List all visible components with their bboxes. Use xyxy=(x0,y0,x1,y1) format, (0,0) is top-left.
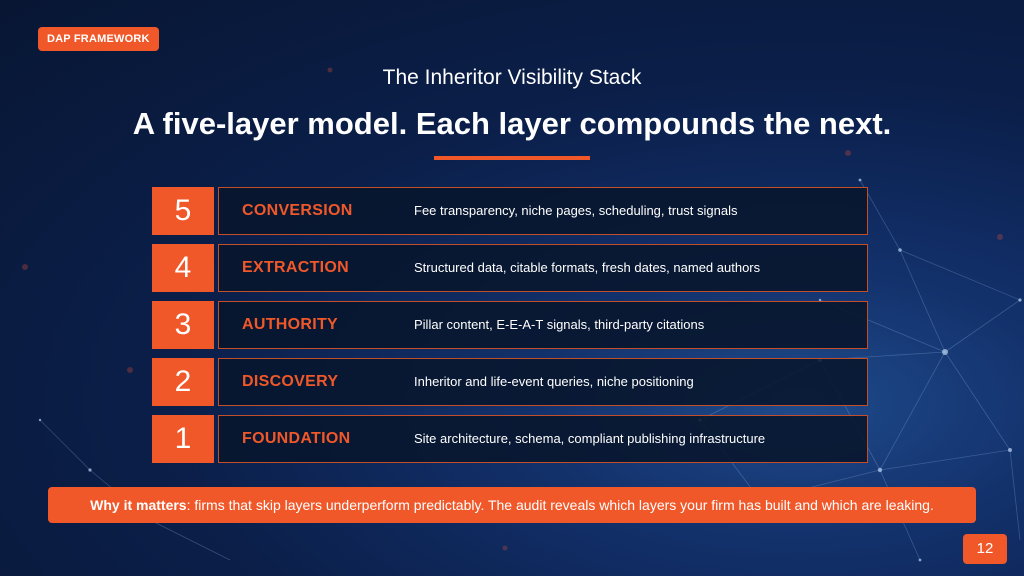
layer-name: DISCOVERY xyxy=(242,373,339,390)
layer-description: Site architecture, schema, compliant pub… xyxy=(414,431,766,446)
callout-text: : firms that skip layers underperform pr… xyxy=(186,497,934,513)
layer-panel: FOUNDATION Site architecture, schema, co… xyxy=(218,415,868,463)
layer-row-2: 2 DISCOVERY Inheritor and life-event que… xyxy=(152,358,868,406)
layer-number-badge: 2 xyxy=(152,358,214,406)
layer-row-5: 5 CONVERSION Fee transparency, niche pag… xyxy=(152,187,868,235)
layer-description: Inheritor and life-event queries, niche … xyxy=(414,374,694,389)
layer-number-badge: 1 xyxy=(152,415,214,463)
layer-number-badge: 3 xyxy=(152,301,214,349)
layer-panel: CONVERSION Fee transparency, niche pages… xyxy=(218,187,868,235)
layer-description: Pillar content, E-E-A-T signals, third-p… xyxy=(414,317,705,332)
layer-row-3: 3 AUTHORITY Pillar content, E-E-A-T sign… xyxy=(152,301,868,349)
layer-row-4: 4 EXTRACTION Structured data, citable fo… xyxy=(152,244,868,292)
layer-description: Structured data, citable formats, fresh … xyxy=(414,260,761,275)
slide-subtitle: The Inheritor Visibility Stack xyxy=(382,66,642,89)
page-number: 12 xyxy=(963,534,1007,564)
layer-name: CONVERSION xyxy=(242,202,353,219)
slide-title: A five-layer model. Each layer compounds… xyxy=(132,106,892,141)
layer-name: FOUNDATION xyxy=(242,430,351,447)
layer-panel: EXTRACTION Structured data, citable form… xyxy=(218,244,868,292)
title-underline xyxy=(434,156,590,160)
layer-name: AUTHORITY xyxy=(242,316,339,333)
why-it-matters-callout: Why it matters: firms that skip layers u… xyxy=(48,487,976,523)
layer-name: EXTRACTION xyxy=(242,259,349,276)
layer-row-1: 1 FOUNDATION Site architecture, schema, … xyxy=(152,415,868,463)
layer-description: Fee transparency, niche pages, schedulin… xyxy=(414,203,738,218)
callout-lead: Why it matters xyxy=(90,497,187,513)
layer-number-badge: 5 xyxy=(152,187,214,235)
layer-number-badge: 4 xyxy=(152,244,214,292)
layer-panel: DISCOVERY Inheritor and life-event queri… xyxy=(218,358,868,406)
section-tag: DAP FRAMEWORK xyxy=(38,27,159,51)
layer-panel: AUTHORITY Pillar content, E-E-A-T signal… xyxy=(218,301,868,349)
